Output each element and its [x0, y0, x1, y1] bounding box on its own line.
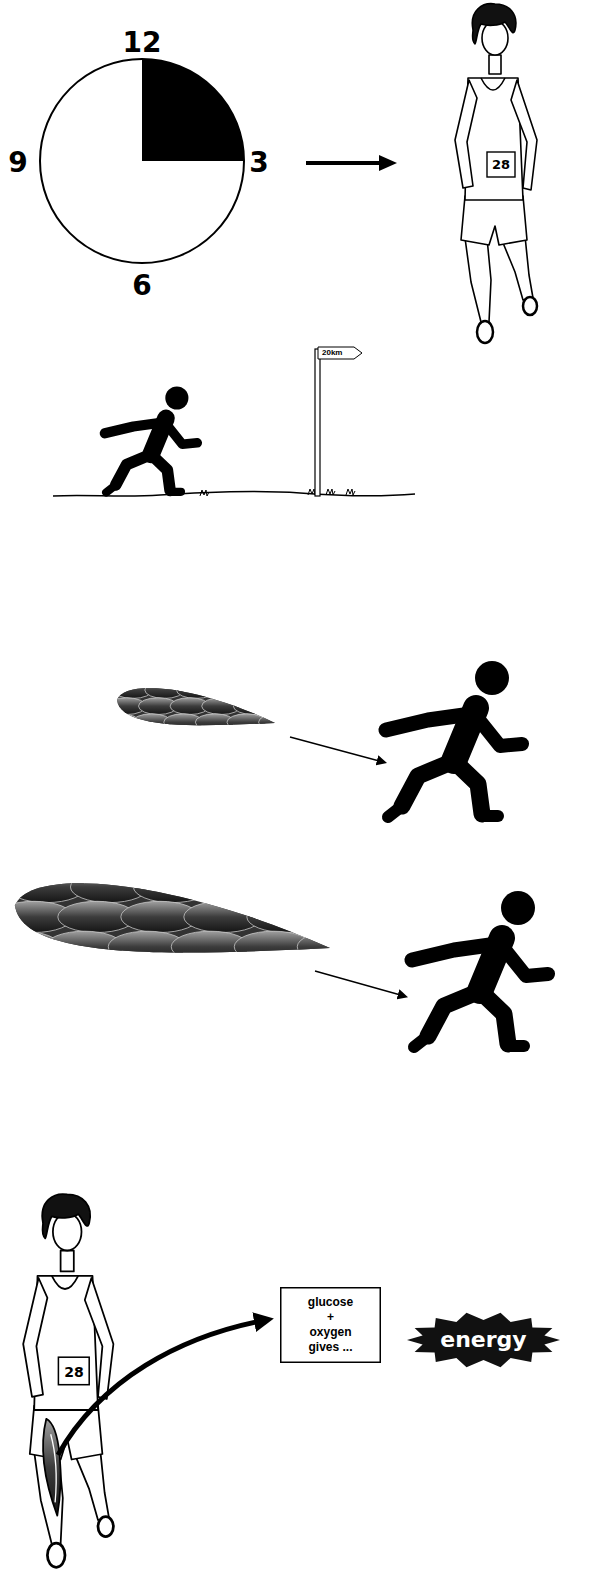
runner-neck [489, 55, 501, 74]
stick-foot [106, 485, 116, 492]
muscle-fibre [0, 931, 60, 962]
woman-runner [23, 1194, 113, 1567]
grass-tuft [200, 490, 209, 496]
muscle-arrow [290, 737, 383, 762]
muscle-fibre [233, 698, 272, 715]
clock-number: 12 [102, 26, 182, 60]
stick-head [475, 661, 509, 695]
starburst [407, 1313, 560, 1368]
ground-line [53, 492, 415, 497]
runner-shoe [523, 297, 537, 315]
runner-arm [23, 1278, 47, 1397]
muscle-fibres [82, 682, 336, 731]
stick-leg [151, 454, 170, 490]
muscle-fibre [101, 714, 140, 731]
muscle-fibre [208, 682, 247, 699]
stick-foot [414, 1036, 428, 1047]
singlet-neckline [481, 78, 505, 90]
runner-leg [501, 236, 533, 300]
runner-leg [74, 1450, 109, 1520]
muscle-fibre [145, 682, 184, 699]
muscle-fibre [133, 871, 211, 902]
muscle-fibre [82, 682, 121, 699]
stick-runner [412, 891, 548, 1047]
arrow-head [379, 155, 397, 171]
clock-number: 3 [219, 146, 299, 180]
stick-runner [105, 386, 197, 492]
runner-neck [61, 1251, 74, 1272]
leg-muscle [43, 1419, 61, 1516]
runner-shorts [30, 1406, 103, 1460]
muscle-fibre [290, 714, 329, 731]
woman-runner [455, 4, 537, 343]
stick-foot [508, 1040, 524, 1052]
clock-face [40, 59, 244, 263]
muscle-fibre [360, 931, 438, 962]
muscle-fibre [240, 682, 279, 699]
stick-foot [388, 806, 402, 817]
muscle-fibre [271, 682, 310, 699]
stick-foot [482, 810, 498, 822]
arrow-shaft [306, 161, 382, 165]
runner-hair [42, 1194, 90, 1238]
runner-shoe [477, 321, 493, 343]
sign-board: 20km [318, 347, 362, 359]
box-border [281, 1288, 381, 1363]
grass-tuft [326, 489, 335, 495]
stick-arm [166, 424, 197, 444]
node-text: glucose + oxygen gives ... [307, 1295, 355, 1355]
node-text: 20km [322, 348, 342, 358]
stick-head [501, 891, 535, 925]
small-muscle [82, 682, 336, 731]
muscle-fibres [0, 871, 451, 962]
sign-pole [315, 349, 320, 496]
runner-shoe [47, 1543, 65, 1567]
runner-face [482, 21, 508, 55]
stick-head [165, 386, 188, 409]
curved-arrow [58, 1320, 266, 1455]
stick-runner [386, 661, 522, 817]
bib-number: 28 [34, 1364, 114, 1381]
muscle-fibre [373, 901, 451, 932]
clock-number: 6 [102, 269, 182, 303]
muscle-fibre [322, 871, 400, 902]
energy-burst: energy [407, 1312, 560, 1368]
runner-hair [472, 4, 516, 44]
stick-leg [454, 761, 482, 814]
muscle-fibre [196, 871, 274, 902]
grass-tuft [346, 489, 355, 495]
runner-shoe [98, 1517, 113, 1537]
muscle-arrow [315, 971, 404, 996]
runner-arm [455, 80, 477, 188]
node-text: energy [440, 1326, 526, 1354]
runner-face [53, 1213, 82, 1250]
reaction-box: glucose + oxygen gives ... [280, 1287, 381, 1363]
stick-arm [502, 946, 548, 976]
runner-leg [465, 238, 491, 322]
muscle-fibre [259, 714, 298, 731]
muscle-fibre [265, 698, 304, 715]
stick-leg [480, 991, 508, 1044]
muscle-fibre [297, 931, 375, 962]
stick-arm [476, 716, 522, 746]
muscle-highlight [51, 1434, 56, 1502]
clock-quarter [142, 59, 244, 161]
large-muscle [0, 871, 451, 962]
sign-arrow [318, 347, 362, 359]
runner-shorts [461, 196, 527, 245]
clock-number: 9 [0, 146, 58, 180]
bib-number: 28 [461, 157, 541, 173]
muscle-fibre [310, 901, 388, 932]
muscle-fibre [247, 901, 325, 932]
singlet-neckline [52, 1276, 78, 1289]
muscle-fibre [176, 682, 215, 699]
muscle-fibre [296, 698, 335, 715]
muscle-fibre [259, 871, 337, 902]
muscle-fibre [0, 871, 23, 902]
muscle-fibre [70, 871, 148, 902]
